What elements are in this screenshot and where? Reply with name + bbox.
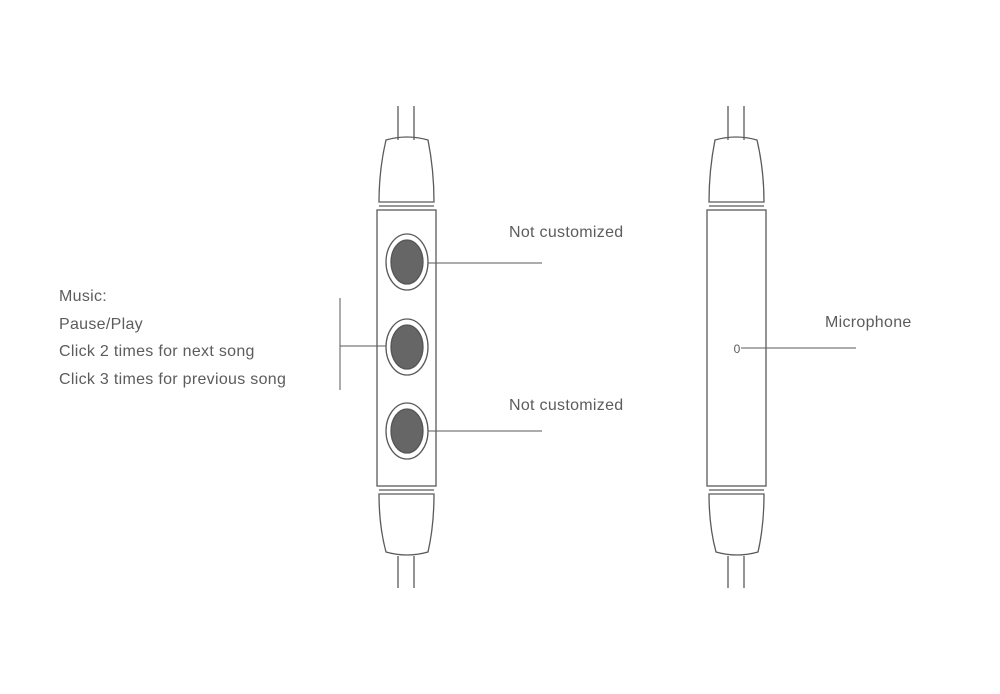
label-top-button: Not customized — [509, 224, 624, 241]
remote-back-top-cap — [708, 136, 765, 203]
music-pause-play: Pause/Play — [59, 315, 143, 333]
remote-back-bottom-cap — [708, 493, 765, 556]
remote-front — [376, 106, 437, 588]
button-top — [385, 233, 429, 291]
label-bottom-button: Not customized — [509, 397, 624, 414]
button-bottom — [385, 402, 429, 460]
remote-front-bottom-cap — [378, 493, 435, 556]
music-controls-description: Music: Pause/Play Click 2 times for next… — [59, 283, 286, 393]
music-next-song: Click 2 times for next song — [59, 343, 255, 360]
remote-front-body — [376, 209, 437, 487]
music-previous-song: Click 3 times for previous song — [59, 370, 287, 388]
microphone-hole: 0 — [734, 342, 741, 356]
label-microphone: Microphone — [825, 314, 912, 331]
music-heading: Music: — [59, 288, 108, 305]
remote-front-top-cap — [378, 136, 435, 203]
button-middle — [385, 318, 429, 376]
